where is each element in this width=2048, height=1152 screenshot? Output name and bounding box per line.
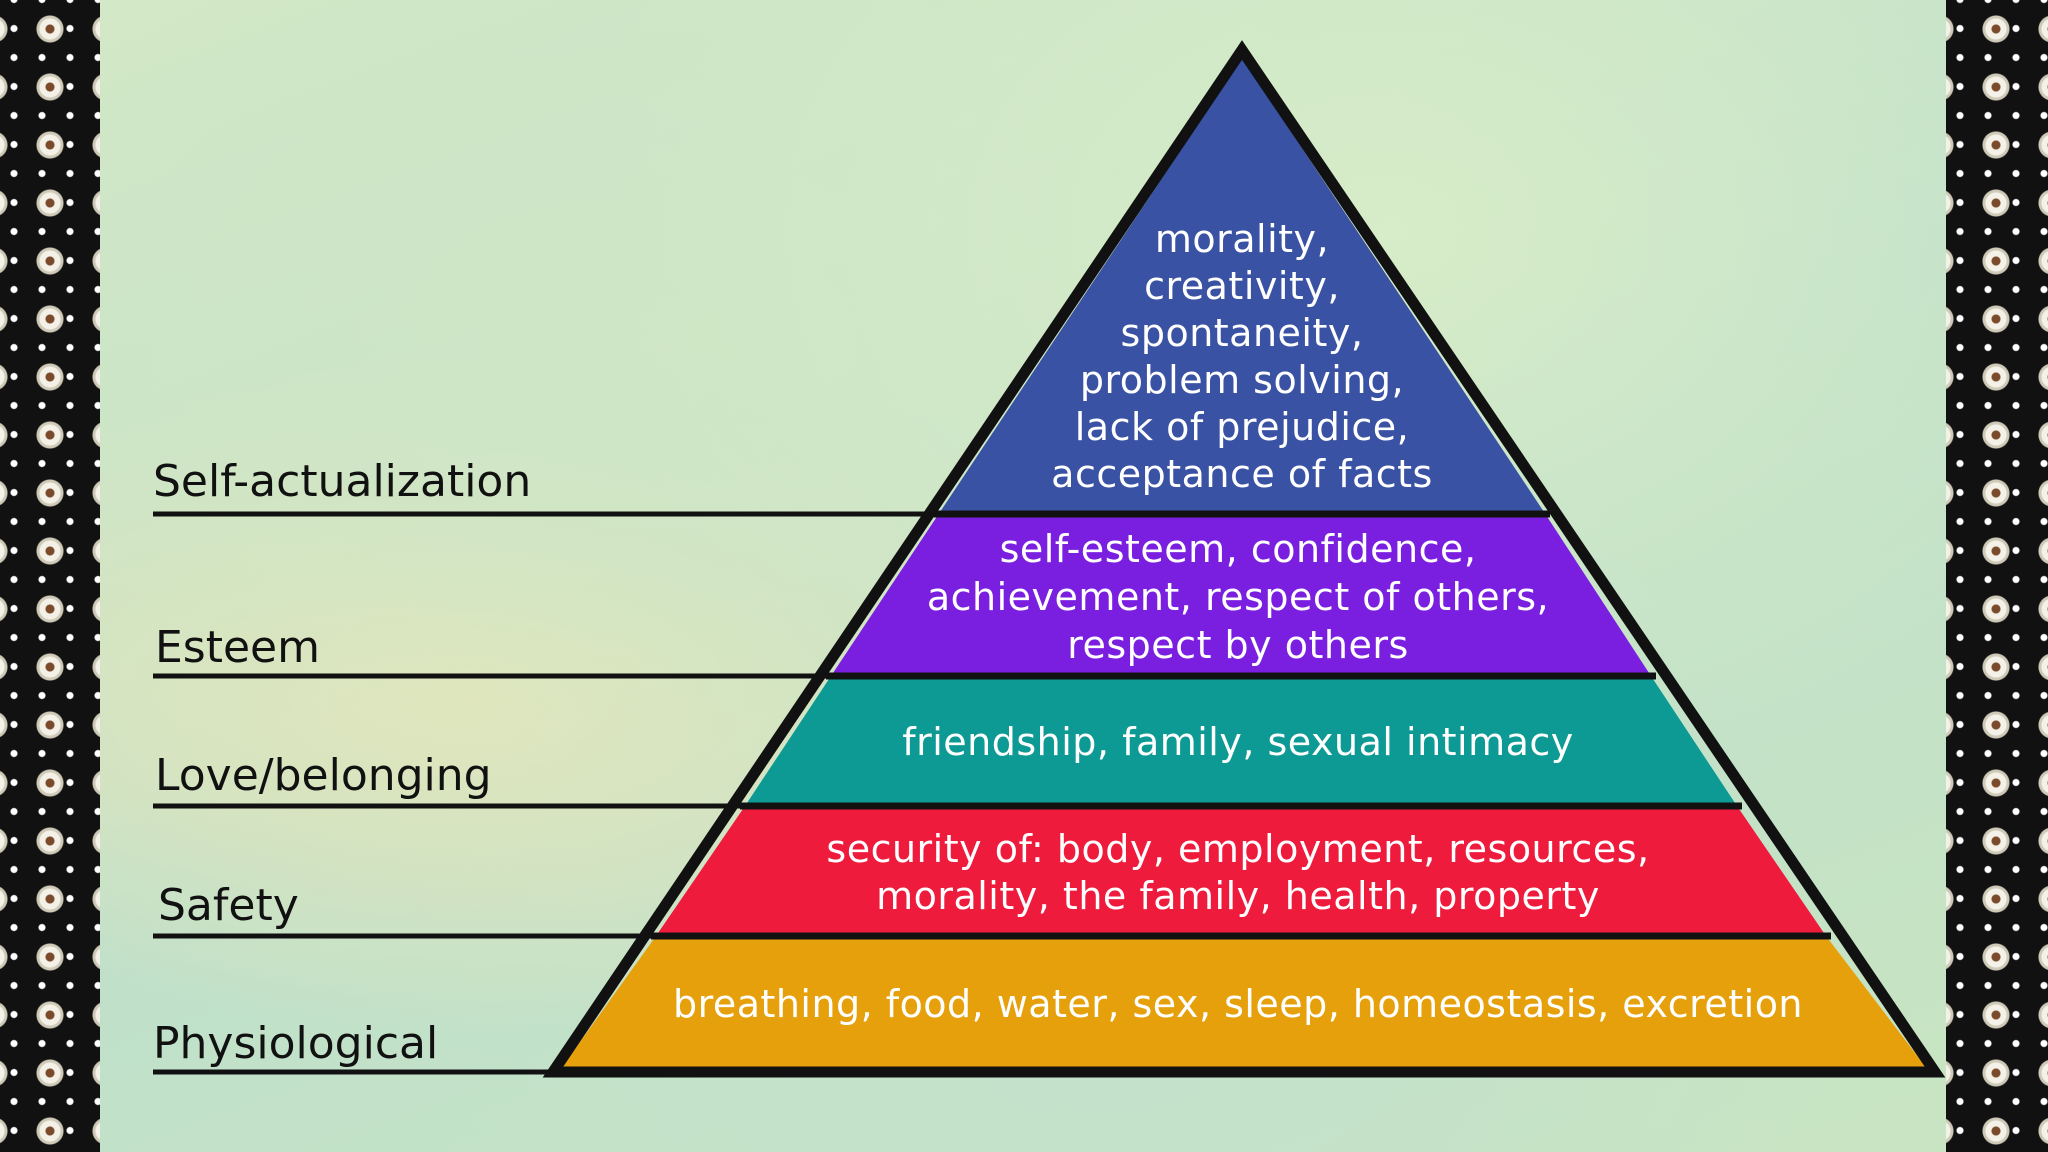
level-label-physiological: Physiological [153,1018,438,1069]
level-label-self-actualization: Self-actualization [153,456,531,507]
level-label-safety: Safety [158,880,299,931]
tier-love-belonging [745,676,1737,806]
tier-safety [656,806,1826,936]
tier-self-actualization [940,58,1544,512]
level-label-love-belonging: Love/belonging [155,750,492,801]
tier-text-line: creativity, [1144,264,1340,308]
tier-text-line: morality, the family, health, property [876,874,1600,918]
tier-text-line: self-esteem, confidence, [1000,527,1477,571]
tier-text-line: breathing, food, water, sex, sleep, home… [673,982,1803,1026]
tier-text-line: lack of prejudice, [1075,405,1410,449]
tier-physiological [560,936,1928,1070]
tier-text-line: morality, [1155,217,1329,261]
decorative-right-border [1946,0,2048,1152]
level-label-esteem: Esteem [155,622,320,673]
tier-text-line: acceptance of facts [1051,452,1433,496]
tier-text-line: security of: body, employment, resources… [826,827,1649,871]
pyramid-outline [542,40,1946,1078]
tier-text-line: problem solving, [1080,358,1404,402]
tier-text-line: achievement, respect of others, [927,575,1549,619]
decorative-left-border [0,0,100,1152]
tier-text-line: respect by others [1067,623,1409,667]
tier-text-line: friendship, family, sexual intimacy [902,720,1574,764]
tier-esteem [831,512,1651,676]
tier-text-line: spontaneity, [1121,311,1364,355]
